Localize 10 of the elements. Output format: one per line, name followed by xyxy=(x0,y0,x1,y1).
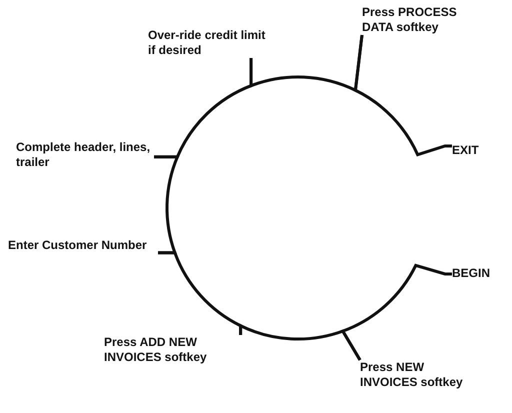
step-label: Complete header, lines, trailer xyxy=(16,140,154,170)
step-label: EXIT xyxy=(452,143,492,158)
step-label: BEGIN xyxy=(452,266,502,281)
step-label: Enter Customer Number xyxy=(8,238,158,253)
cycle-line xyxy=(239,324,362,361)
step-label: Press PROCESS DATA softkey xyxy=(362,5,458,35)
cycle-line xyxy=(354,34,452,156)
step-label: Press NEW INVOICES softkey xyxy=(360,360,470,390)
step-label: Press ADD NEW INVOICES softkey xyxy=(104,335,244,365)
step-label: Over-ride credit limit if desired xyxy=(148,28,270,58)
